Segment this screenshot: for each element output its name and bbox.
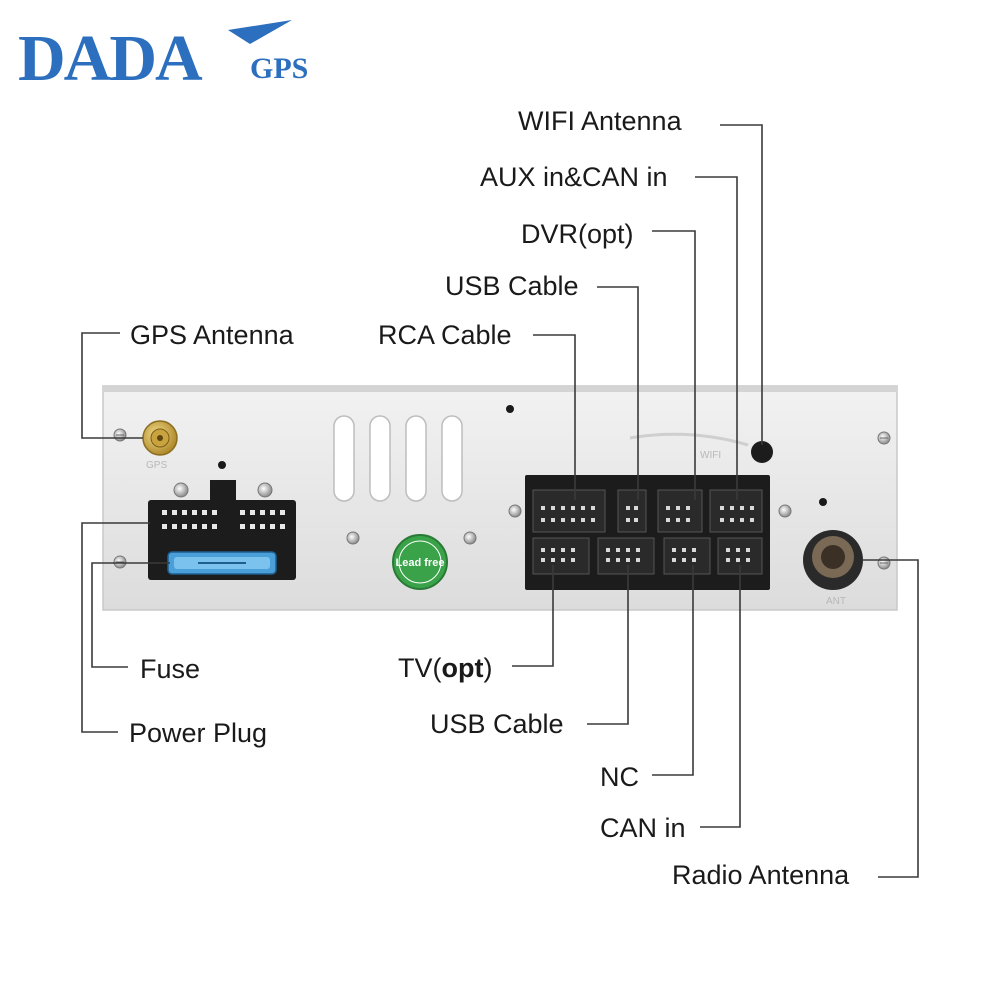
leader-usb-cable-top xyxy=(597,286,639,500)
panel-screw-icon xyxy=(778,504,792,518)
leader-radio-antenna xyxy=(862,559,919,878)
leader-tv xyxy=(512,565,554,667)
panel-hole xyxy=(819,498,827,506)
leader-can-in xyxy=(700,565,741,828)
leader-nc xyxy=(652,565,694,776)
radio-port-marking: ANT xyxy=(826,596,846,607)
panel-screw-icon xyxy=(113,428,127,442)
leader-power-plug xyxy=(81,522,150,733)
brand-logo-suffix: GPS xyxy=(250,52,308,85)
leader-rca-cable xyxy=(533,334,576,500)
connector-block xyxy=(525,475,770,590)
callout-labels: WIFI Antenna AUX in&CAN in DVR(opt) USB … xyxy=(129,106,850,890)
brand-logo: DADA GPS xyxy=(18,20,308,95)
panel-screw-icon xyxy=(463,531,477,545)
label-can-in: CAN in xyxy=(600,813,686,843)
panel-screw-icon xyxy=(346,531,360,545)
panel-screw-icon xyxy=(113,555,127,569)
leader-fuse xyxy=(91,562,170,668)
logo-swoosh-icon xyxy=(228,20,292,44)
back-panel: GPS Lead free xyxy=(102,385,898,611)
label-fuse: Fuse xyxy=(140,654,200,684)
lead-free-badge-text: Lead free xyxy=(396,557,445,569)
panel-hole xyxy=(506,405,514,413)
wifi-port-marking: WIFI xyxy=(700,450,721,461)
gps-antenna-port: GPS xyxy=(142,420,178,471)
leader-usb-cable-bottom xyxy=(587,565,629,725)
panel-screw-icon xyxy=(877,431,891,445)
power-plug-connector xyxy=(148,480,296,580)
brand-logo-text: DADA xyxy=(18,22,203,95)
panel-hole xyxy=(218,461,226,469)
lead-free-badge: Lead free xyxy=(392,534,448,590)
panel-screw-icon xyxy=(508,504,522,518)
label-dvr: DVR(opt) xyxy=(521,219,634,249)
label-aux-can-in: AUX in&CAN in xyxy=(480,162,668,192)
panel-screw-icon xyxy=(173,482,189,498)
vent-slots xyxy=(333,415,463,502)
label-rca-cable: RCA Cable xyxy=(378,320,512,350)
gps-port-marking: GPS xyxy=(146,460,167,471)
label-gps-antenna: GPS Antenna xyxy=(130,320,295,350)
leader-wifi-antenna xyxy=(720,124,763,445)
label-usb-cable-bottom: USB Cable xyxy=(430,709,564,739)
label-nc: NC xyxy=(600,762,639,792)
fuse-icon xyxy=(167,551,277,575)
label-radio-antenna: Radio Antenna xyxy=(672,860,850,890)
radio-antenna-port: ANT xyxy=(803,530,863,607)
wifi-antenna-port: WIFI xyxy=(629,432,773,463)
leader-gps-antenna xyxy=(81,332,143,439)
leader-aux-can-in xyxy=(695,176,738,500)
label-wifi-antenna: WIFI Antenna xyxy=(518,106,683,136)
label-power-plug: Power Plug xyxy=(129,718,267,748)
panel-screw-icon xyxy=(257,482,273,498)
label-tv: TV(opt) xyxy=(398,653,492,683)
leader-lines xyxy=(81,124,919,878)
leader-dvr xyxy=(652,230,696,500)
panel-screw-icon xyxy=(877,556,891,570)
label-usb-cable-top: USB Cable xyxy=(445,271,579,301)
